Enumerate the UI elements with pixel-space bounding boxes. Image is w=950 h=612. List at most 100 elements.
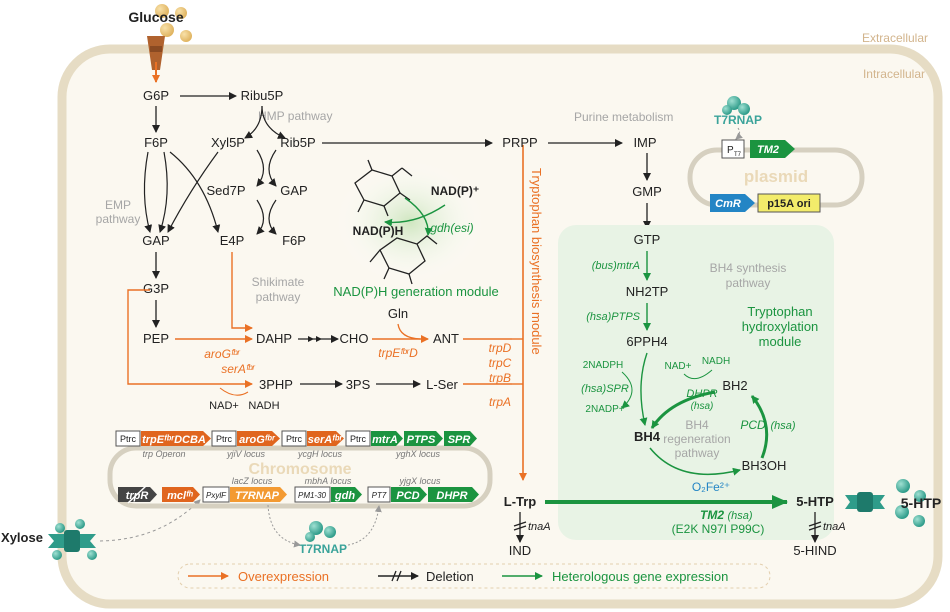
metabolite-ind: IND (509, 543, 531, 558)
pathway-shikimate-2: pathway (256, 290, 301, 304)
metabolite-g3p: G3P (143, 281, 169, 296)
enzyme-trpED: trpEᶠᵇʳD (378, 346, 418, 360)
metabolite-sed7p: Sed7P (206, 183, 245, 198)
metabolite-5hind: 5-HIND (793, 543, 836, 558)
enzyme-pcd-hsa: (hsa) (770, 420, 795, 432)
enzyme-spr: (hsa)SPR (581, 383, 629, 395)
metabolite-rib5p: Rib5P (280, 135, 315, 150)
chromosome-ptrc-4: Ptrc (350, 434, 367, 444)
metabolite-gap: GAP (142, 233, 169, 248)
metabolite-3php: 3PHP (259, 377, 293, 392)
legend-overexpression: Overexpression (188, 569, 329, 584)
chromosome-locus-ycgh: ycgH locus (297, 449, 343, 459)
chromosome-locus-mbha: mbhA locus (305, 476, 352, 486)
cofactor-2nadph: 2NADPH (583, 360, 624, 371)
glucose-label: Glucose (128, 9, 183, 25)
metabolite-gmp: GMP (632, 184, 662, 199)
t7rnap-chromosome-icon (305, 521, 336, 542)
glucose-structure-icon (354, 159, 413, 217)
metabolite-gap-ppp: GAP (280, 183, 307, 198)
enzyme-trpC: trpC (489, 356, 512, 370)
plasmid-map: P T7 TM2 plasmid CmR p15A ori (687, 139, 865, 213)
htp-molecules (895, 479, 926, 527)
enzyme-aroG: aroGᶠᵇʳ (204, 347, 241, 361)
enzyme-tnaA: tnaA (528, 521, 551, 533)
pathway-emp-2: pathway (96, 212, 141, 226)
pathway-shikimate-1: Shikimate (252, 275, 305, 289)
metabolite-5htp: 5-HTP (796, 494, 834, 509)
module-hydrox-2: hydroxylation (742, 319, 819, 334)
plasmid-gene-tm2: TM2 (757, 144, 779, 156)
chromosome-gene-trpE: trpEᶠᵇʳDCBA (142, 434, 206, 446)
chromosome-gene-trpR: trpR (126, 490, 149, 502)
cofactor-nad-plus: NAD+ (209, 400, 239, 412)
metabolite-e4p: E4P (220, 233, 245, 248)
chromosome-locus-yjiv: yjiV locus (226, 449, 266, 459)
legend-heterologous-label: Heterologous gene expression (552, 569, 728, 584)
metabolite-3ps: 3PS (346, 377, 371, 392)
enzyme-tm2-hsa: (hsa) (727, 510, 752, 522)
intracellular-label: Intracellular (863, 67, 925, 81)
plasmid-promoter: P (727, 145, 734, 156)
metabolite-f6p-ppp: F6P (282, 233, 306, 248)
chromosome-pm1-30: PM1-30 (298, 491, 327, 500)
cofactor-o2fe: O₂Fe²⁺ (692, 480, 730, 494)
enzyme-ptps: (hsa)PTPS (586, 311, 640, 323)
xylose-label: Xylose (1, 530, 43, 545)
chromosome-ptrc-1: Ptrc (120, 434, 137, 444)
metabolite-bh3oh: BH3OH (742, 458, 787, 473)
enzyme-trpD: trpD (489, 341, 512, 355)
legend-box (177, 563, 771, 589)
cofactor-2nadp: 2NADP+ (585, 404, 624, 415)
chromosome-t7rnap-label: T7RNAP (299, 542, 347, 556)
chromosome-locus-yjgx: yjgX locus (398, 476, 441, 486)
chromosome-locus-yghx: yghX locus (395, 449, 441, 459)
chromosome-gene-aroG: aroGᶠᵇʳ (239, 434, 276, 446)
enzyme-gdh: gdh(esi) (430, 221, 473, 235)
module-nadph: NAD(P)H generation module (333, 284, 498, 299)
chromosome-locus-lacz: lacZ locus (232, 476, 273, 486)
module-hydrox-1: Tryptophan (747, 304, 812, 319)
metabolite-nh2tp: NH2TP (626, 284, 669, 299)
pathway-bh4-regen-1: BH4 (685, 418, 709, 432)
pathway-bh4-synth-1: BH4 synthesis (710, 261, 787, 275)
chromosome-gene-pcd: PCD (396, 490, 419, 502)
nadph-module-glow (335, 160, 485, 284)
metabolite-bh2: BH2 (722, 378, 747, 393)
chromosome-ptrc-3: Ptrc (286, 434, 303, 444)
chromosome-ptrc-2: Ptrc (216, 434, 233, 444)
chromosome-pxylf: PxylF (206, 491, 227, 500)
metabolite-gln: Gln (388, 306, 408, 321)
enzyme-pcd: PCD (740, 418, 766, 432)
chromosome-map: Chromosome Ptrc trpEᶠᵇʳDCBA Ptrc aroGᶠᵇʳ… (107, 430, 493, 509)
plasmid-t7rnap: T7RNAP (714, 113, 762, 127)
metabolite-ribu5p: Ribu5P (241, 88, 284, 103)
metabolite-ltrp: L-Trp (504, 494, 537, 509)
chromosome-gene-mcl: mclᶠʰ (167, 490, 193, 502)
metabolite-prpp: PRPP (502, 135, 537, 150)
hydroxylation-module-panel (558, 225, 834, 540)
enzyme-trpA: trpA (489, 395, 511, 409)
cofactor-nad-plus-bh: NAD+ (665, 361, 692, 372)
cofactor-nadph: NAD(P)H (353, 224, 404, 238)
enzyme-tm2-mutations: (E2K N97I P99C) (672, 522, 765, 536)
metabolite-dahp: DAHP (256, 331, 292, 346)
extracellular-label: Extracellular (862, 31, 928, 45)
metabolite-imp: IMP (633, 135, 656, 150)
metabolite-ant: ANT (433, 331, 459, 346)
enzyme-dhpr-2: (hsa) (691, 401, 714, 412)
metabolite-5htp-out: 5-HTP (901, 495, 941, 511)
legend-overexpression-label: Overexpression (238, 569, 329, 584)
chromosome-gene-spr: SPR (448, 434, 471, 446)
chromosome-gene-t7rnap: T7RNAP (235, 490, 280, 502)
metabolite-cho: CHO (340, 331, 369, 346)
metabolite-lser: L-Ser (426, 377, 458, 392)
glucose-molecules (155, 4, 192, 42)
chromosome-gene-mtrA: mtrA (372, 434, 398, 446)
module-trp-biosynthesis: Tryptophan biosynthesis module (529, 168, 544, 355)
plasmid-promoter-sub: T7 (734, 152, 742, 158)
metabolite-g6p: G6P (143, 88, 169, 103)
glucose-transporter-icon (147, 36, 165, 83)
pathway-bh4-regen-3: pathway (675, 446, 720, 460)
